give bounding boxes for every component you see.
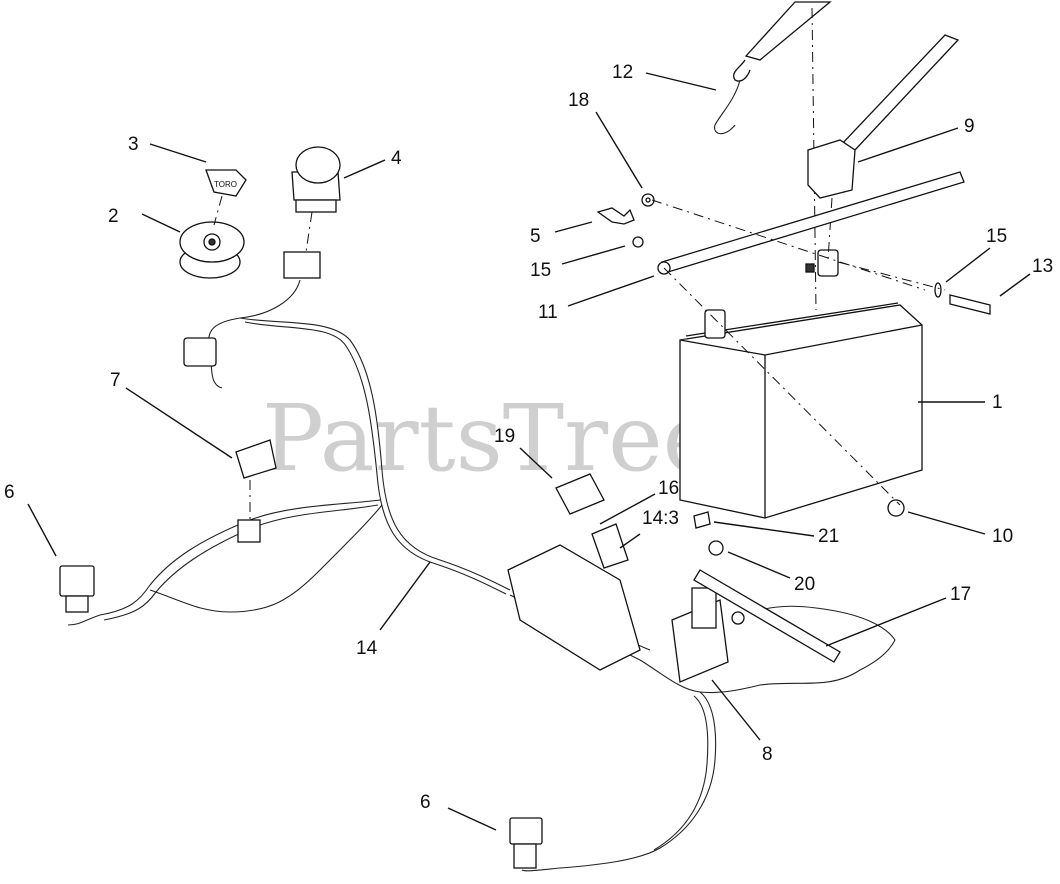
callout-5: 5: [530, 226, 541, 247]
solenoid: [507, 544, 729, 683]
callout-2: 2: [108, 206, 119, 227]
callout-20: 20: [794, 574, 815, 595]
battery-cable-positive: [807, 34, 960, 261]
callout-17: 17: [950, 584, 971, 605]
hardware: [596, 193, 991, 517]
callout-4: 4: [391, 148, 402, 169]
callouts: 1 2 3 4 5 6 6 7 8 9 10 11 12 13 14 14:3: [4, 62, 1053, 831]
watermark: PartsTree: [262, 385, 717, 492]
callout-13: 13: [1032, 256, 1053, 277]
callout-8: 8: [762, 744, 773, 765]
callout-11: 11: [538, 302, 558, 323]
ignition-key: TORO: [205, 169, 247, 226]
pto-switch: [283, 146, 341, 279]
seat-switch: [235, 439, 277, 543]
callout-16: 16: [658, 478, 679, 499]
ignition-switch: [179, 221, 245, 279]
callout-6b: 6: [420, 792, 431, 813]
callout-10: 10: [992, 526, 1013, 547]
svg-text:TORO: TORO: [214, 180, 237, 189]
starter-cable: [693, 569, 841, 663]
callout-19: 19: [494, 426, 515, 447]
callout-12: 12: [612, 62, 633, 83]
callout-14: 14: [356, 638, 378, 659]
callout-7: 7: [110, 370, 121, 391]
bolt-nut: [693, 511, 724, 556]
callout-1: 1: [992, 392, 1003, 413]
callout-18: 18: [568, 90, 589, 111]
callout-3: 3: [128, 134, 139, 155]
callout-15b: 15: [986, 226, 1007, 247]
harness-connector: [183, 337, 217, 367]
relay: [555, 473, 605, 515]
fuse-block: [591, 523, 629, 569]
battery: [679, 249, 923, 519]
callout-14-3: 14:3: [642, 508, 679, 529]
callout-21: 21: [818, 526, 839, 547]
callout-9: 9: [964, 116, 975, 137]
interlock-switch-bottom: [509, 817, 543, 869]
interlock-switch-left: [59, 565, 95, 613]
callout-6a: 6: [4, 482, 15, 503]
battery-cable-negative: [657, 171, 965, 275]
hold-down-strap: [714, 1, 832, 311]
callout-15a: 15: [530, 260, 551, 281]
